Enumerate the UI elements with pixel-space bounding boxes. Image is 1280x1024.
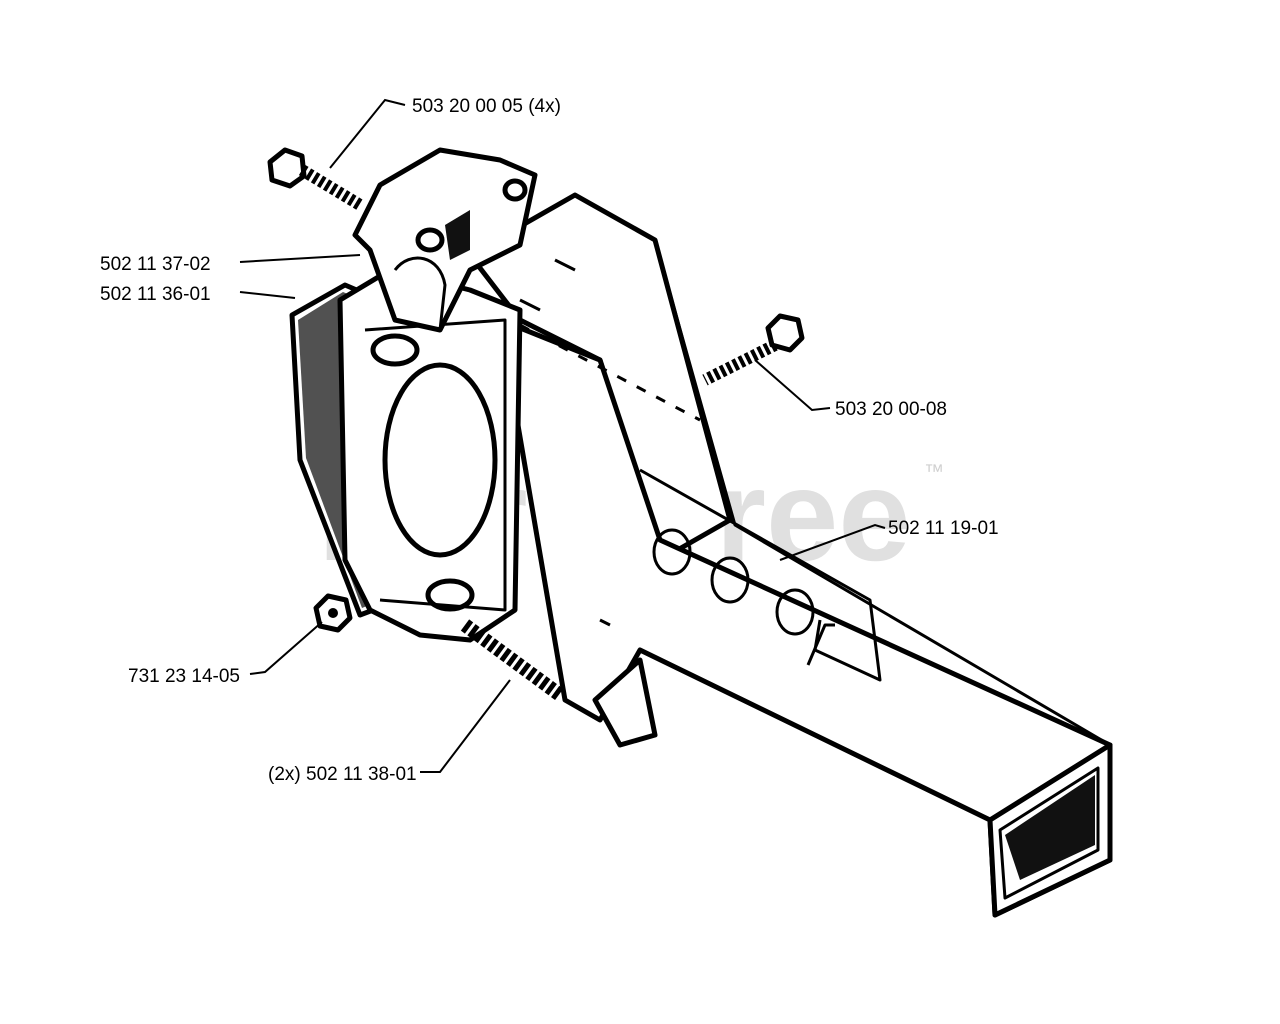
bolt-right-part	[702, 313, 805, 386]
screw-bottom-part	[460, 619, 565, 701]
callout-label-cover: 502 11 37-02	[100, 254, 211, 275]
top-bracket-part	[352, 147, 538, 333]
watermark-trademark: ™	[924, 461, 944, 483]
nut-part	[313, 593, 353, 633]
callout-label-bolt-right: 503 20 00-08	[835, 399, 947, 420]
bolt-top-part	[267, 147, 364, 211]
callout-label-screw-bottom: (2x) 502 11 38-01	[268, 764, 417, 785]
callout-label-nut: 731 23 14-05	[128, 666, 240, 687]
callout-label-gasket: 502 11 36-01	[100, 284, 211, 305]
callout-label-tube: 502 11 19-01	[888, 518, 999, 539]
leader-lines	[239, 98, 886, 773]
callout-label-bolt-top: 503 20 00 05 (4x)	[412, 96, 561, 117]
duct-tube-part	[467, 192, 1113, 918]
